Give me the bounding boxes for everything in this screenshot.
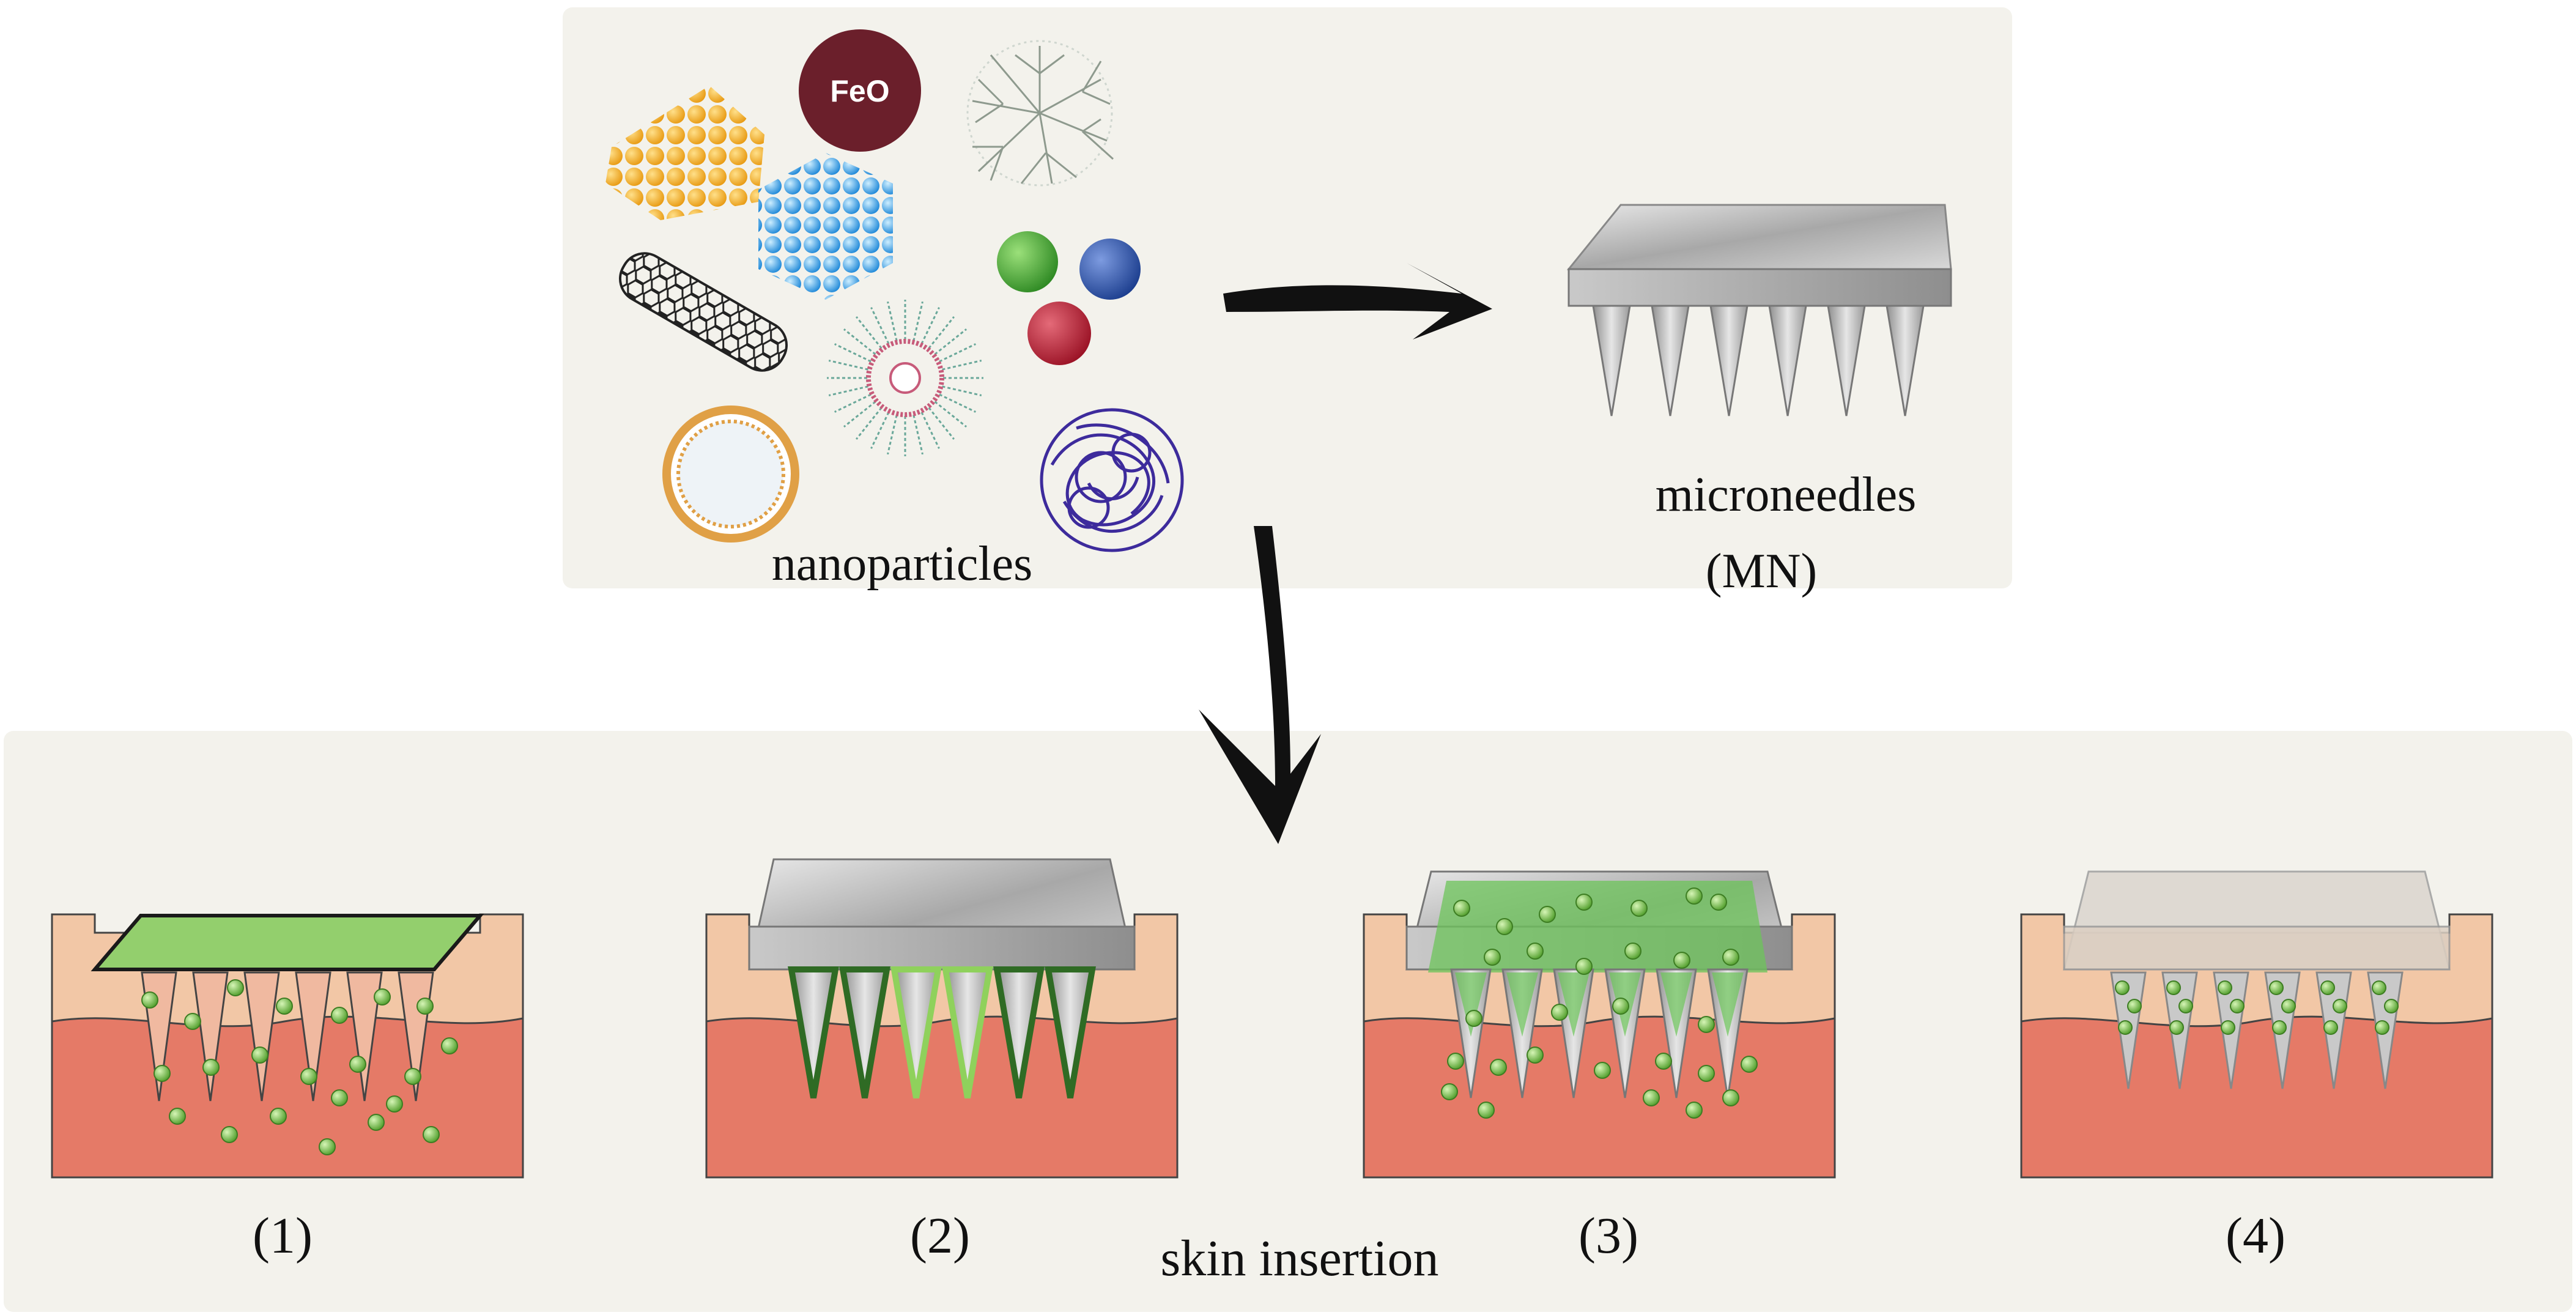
skin-insertion-caption: skin insertion <box>1161 1230 1439 1287</box>
nanoparticle-dot <box>368 1114 385 1131</box>
nanoparticle-dot <box>227 979 244 996</box>
polymer-nanogel <box>1040 408 1184 552</box>
bottom-panel <box>4 731 2572 1312</box>
carbon-nanotube <box>619 252 788 372</box>
nanoparticle-dot <box>423 1126 440 1143</box>
microneedles-label: microneedles <box>1656 468 1916 522</box>
nanoparticle-dot <box>1490 1059 1507 1076</box>
nanoparticle-dot <box>2169 1020 2184 1035</box>
nanoparticle-dot <box>416 998 434 1015</box>
nanoparticle-dot <box>2323 1020 2338 1035</box>
feo-nanoparticle: FeO <box>799 29 921 152</box>
nanoparticle-dot <box>169 1108 186 1125</box>
nanoparticle-dot <box>386 1095 403 1113</box>
nanoparticle-dot <box>1655 1053 1672 1070</box>
blue-lattice-nanoparticle <box>758 153 893 300</box>
nanoparticle-dot <box>1527 1046 1544 1064</box>
nanoparticle-dot <box>331 1089 348 1106</box>
nanoparticle-dot <box>331 1007 348 1024</box>
nanoparticle-dot <box>1686 887 1703 905</box>
skin-insertion-steps <box>51 858 2493 1179</box>
nanoparticle-dot <box>2281 999 2296 1013</box>
skin-block-1 <box>51 913 524 1179</box>
red-sphere <box>1027 302 1091 365</box>
green-sphere <box>997 231 1058 292</box>
nanoparticle-dot <box>1624 943 1641 960</box>
nanoparticle-dot <box>1686 1102 1703 1119</box>
nanoparticle-dot <box>1630 900 1648 917</box>
nanoparticle-dot <box>1478 1102 1495 1119</box>
nanoparticle-dot <box>2320 980 2335 995</box>
step-2-label: (2) <box>910 1207 970 1264</box>
nanoparticle-dot <box>1673 952 1690 969</box>
dendrimer-nanoparticle <box>966 40 1114 187</box>
nanoparticle-dot <box>349 1056 366 1073</box>
nanoparticle-dot <box>1551 1004 1568 1021</box>
mn-abbrev-label: (MN) <box>1706 544 1817 598</box>
right-arrow-icon <box>1223 263 1492 339</box>
nanoparticle-dot <box>1643 1089 1660 1106</box>
nanoparticle-dot <box>154 1065 171 1082</box>
micelle <box>827 300 983 456</box>
step-4-label: (4) <box>2226 1207 2285 1264</box>
nanoparticle-dot <box>202 1059 220 1076</box>
nanoparticle-dot <box>1741 1056 1758 1073</box>
nanoparticle-dot <box>1575 958 1593 975</box>
down-arrow-icon <box>1199 526 1321 844</box>
step-3-label: (3) <box>1579 1207 1638 1264</box>
gold-nanoparticle-cluster <box>605 86 764 220</box>
nanoparticle-dot <box>2269 980 2284 995</box>
nanoparticle-dot <box>1465 1010 1482 1027</box>
nanoparticle-dot <box>1575 894 1593 911</box>
nanoparticle-dot <box>1722 1089 1739 1106</box>
nanoparticle-dot <box>184 1013 201 1030</box>
nanoparticle-dot <box>2230 999 2245 1013</box>
nanoparticle-dot <box>1441 1083 1458 1100</box>
nanoparticles-label: nanoparticles <box>772 537 1032 591</box>
step-1-label: (1) <box>253 1207 313 1264</box>
feo-label: FeO <box>830 74 889 108</box>
nanoparticle-dot <box>2166 980 2181 995</box>
nanoparticle-dot <box>2178 999 2193 1013</box>
nanoparticle-dot <box>1698 1016 1715 1033</box>
nanoparticle-dot <box>2218 980 2232 995</box>
microneedle-patch <box>1566 204 1952 417</box>
nanoparticle-dot <box>1539 906 1556 923</box>
skin-block-3 <box>1363 870 1836 1179</box>
skin-block-4 <box>2020 870 2493 1179</box>
liposome <box>662 406 799 543</box>
nanoparticle-dot <box>2127 999 2142 1013</box>
nanoparticle-dot <box>1447 1053 1464 1070</box>
nanoparticle-dot <box>1612 998 1629 1015</box>
nanoparticle-dot <box>2118 1020 2133 1035</box>
nanoparticle-dot <box>1722 949 1739 966</box>
nanoparticle-dot <box>1484 949 1501 966</box>
nanoparticle-dot <box>141 991 158 1009</box>
nanoparticle-dot <box>1710 894 1727 911</box>
nanoparticle-dot <box>1594 1062 1611 1079</box>
nanoparticle-dot <box>1527 943 1544 960</box>
nanoparticle-dot <box>276 998 293 1015</box>
skin-block-2 <box>705 858 1179 1179</box>
nanoparticle-dot <box>441 1037 458 1054</box>
nanoparticle-dot <box>270 1108 287 1125</box>
nanoparticle-dot <box>1496 918 1513 935</box>
nanoparticle-dot <box>221 1126 238 1143</box>
nanoparticle-dot <box>2384 999 2399 1013</box>
nanoparticle-dot <box>2333 999 2347 1013</box>
nanoparticle-dot <box>2375 1020 2389 1035</box>
nanoparticle-dot <box>374 988 391 1006</box>
nanoparticle-dot <box>1698 1065 1715 1082</box>
nanoparticle-dot <box>404 1068 421 1085</box>
nanoparticle-dot <box>2372 980 2386 995</box>
nanoparticle-dot <box>1453 900 1470 917</box>
nanoparticle-dot <box>251 1046 268 1064</box>
nanoparticle-dot <box>2221 1020 2235 1035</box>
nanoparticle-dot <box>2115 980 2130 995</box>
nanoparticle-dot <box>319 1138 336 1155</box>
nanoparticle-dot <box>300 1068 317 1085</box>
nanoparticle-dot <box>2272 1020 2287 1035</box>
blue-sphere <box>1079 239 1141 300</box>
